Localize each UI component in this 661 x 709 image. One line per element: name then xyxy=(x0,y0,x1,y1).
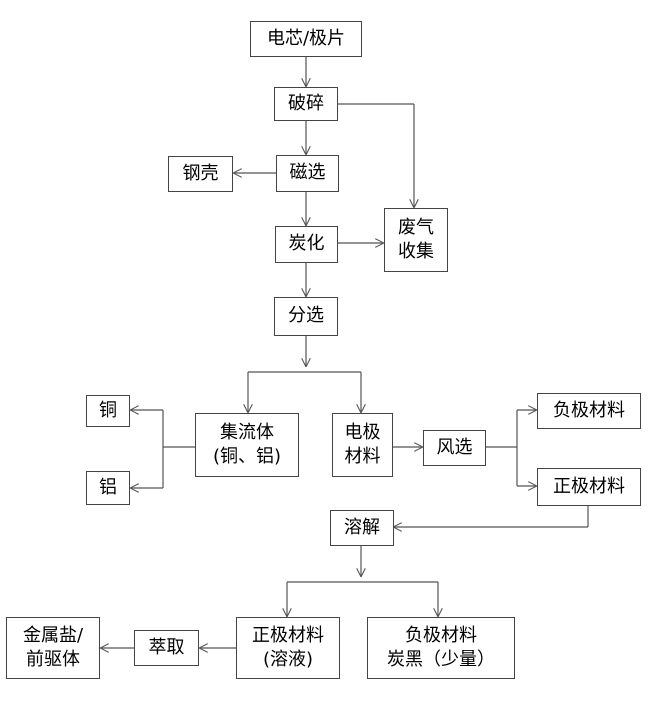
node-collector-line-2: (铜、铝) xyxy=(212,446,282,467)
node-anode-carbon: 负极材料 炭黑（少量） xyxy=(367,617,515,679)
node-crush-line-1: 破碎 xyxy=(288,92,324,114)
node-aluminum: 铝 xyxy=(86,471,130,505)
node-exhaust-line-1: 废气 xyxy=(398,216,434,238)
node-air-sort-line-1: 风选 xyxy=(436,436,473,458)
node-electrode: 电极 材料 xyxy=(332,413,393,477)
node-steel-shell-line-1: 钢壳 xyxy=(182,162,219,184)
node-electrode-line-2: 材料 xyxy=(344,446,381,467)
node-collector-line-1: 集流体 xyxy=(220,421,274,443)
node-cathode-solution-line-2: (溶液) xyxy=(262,649,314,670)
node-magnetic: 磁选 xyxy=(276,155,339,192)
node-cathode-solution: 正极材料 (溶液) xyxy=(236,617,340,679)
node-cell: 电芯/极片 xyxy=(250,21,362,57)
node-anode-carbon-line-2: 炭黑（少量） xyxy=(387,649,495,670)
node-dissolve-line-1: 溶解 xyxy=(344,516,380,538)
node-metal-salt-line-1: 金属盐/ xyxy=(22,624,84,646)
node-aluminum-line-1: 铝 xyxy=(99,476,117,498)
node-air-sort: 风选 xyxy=(423,430,486,466)
node-anode-material: 负极材料 xyxy=(537,393,641,429)
node-dissolve: 溶解 xyxy=(330,510,394,546)
node-electrode-line-1: 电极 xyxy=(344,421,381,443)
node-cathode-solution-line-1: 正极材料 xyxy=(252,624,324,646)
node-collector: 集流体 (铜、铝) xyxy=(195,413,299,477)
node-anode-carbon-line-1: 负极材料 xyxy=(405,624,477,646)
node-exhaust: 废气 收集 xyxy=(384,208,448,272)
node-carbonize: 炭化 xyxy=(275,226,338,263)
node-cathode-material: 正极材料 xyxy=(537,468,641,506)
node-copper-line-1: 铜 xyxy=(99,399,117,421)
node-copper: 铜 xyxy=(86,395,130,427)
node-extract: 萃取 xyxy=(134,630,199,666)
node-cell-line-1: 电芯/极片 xyxy=(266,27,346,49)
node-sort: 分选 xyxy=(274,297,338,336)
node-magnetic-line-1: 磁选 xyxy=(289,162,326,184)
node-metal-salt-line-2: 前驱体 xyxy=(26,649,80,670)
node-steel-shell: 钢壳 xyxy=(168,156,233,192)
node-anode-material-line-1: 负极材料 xyxy=(553,399,625,421)
node-sort-line-1: 分选 xyxy=(288,305,324,327)
node-exhaust-line-2: 收集 xyxy=(398,241,434,262)
node-cathode-material-line-1: 正极材料 xyxy=(553,475,625,497)
node-extract-line-1: 萃取 xyxy=(148,636,185,658)
node-carbonize-line-1: 炭化 xyxy=(288,233,325,255)
node-crush: 破碎 xyxy=(274,87,338,121)
node-metal-salt: 金属盐/ 前驱体 xyxy=(6,617,100,679)
